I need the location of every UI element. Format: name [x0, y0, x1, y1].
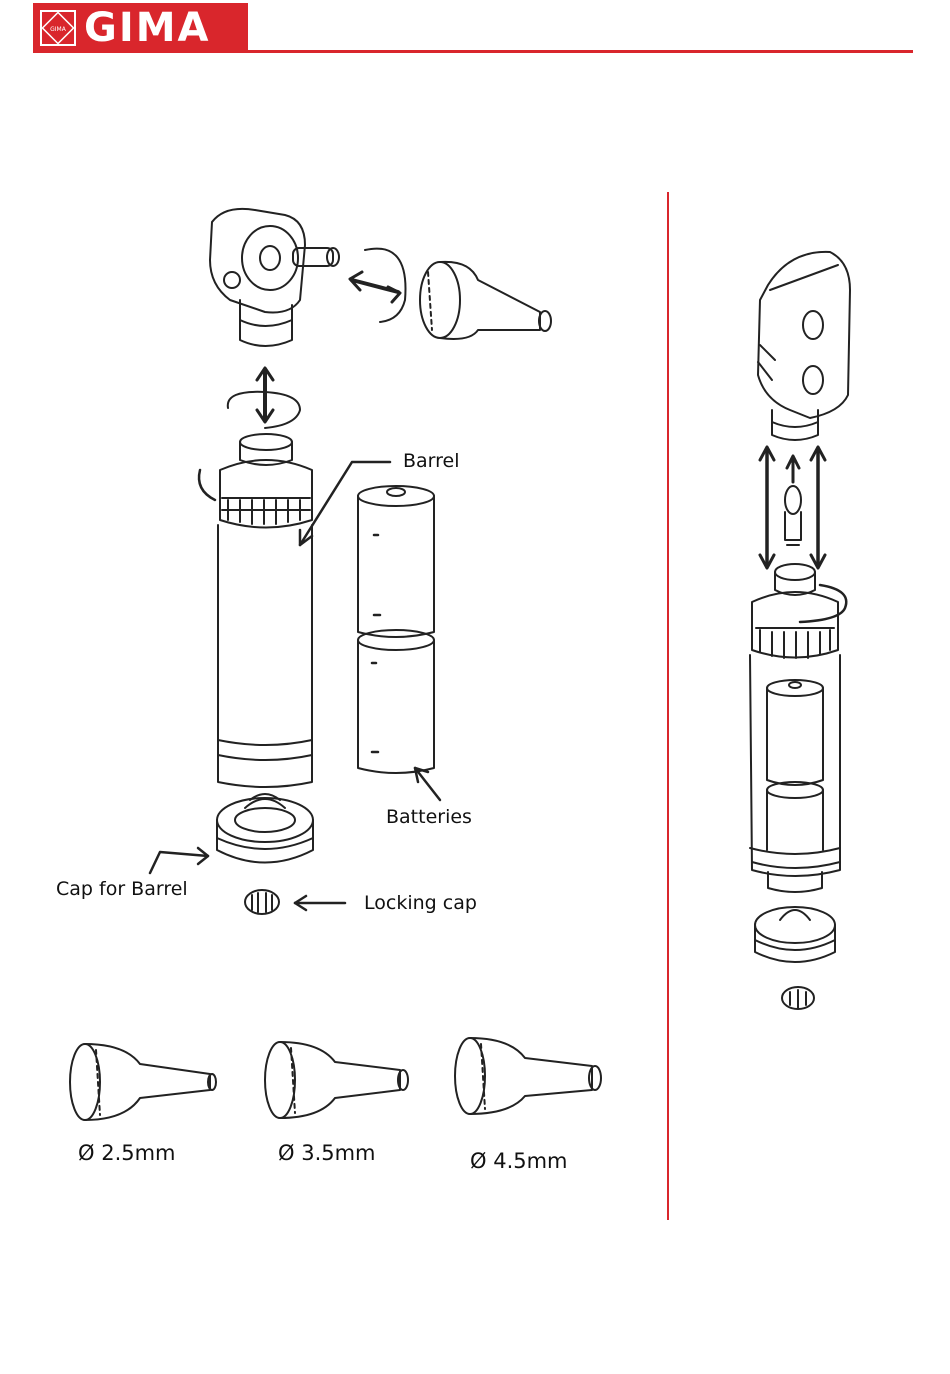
- handle-figure: [750, 564, 846, 892]
- batteries-figure: [358, 486, 434, 773]
- attach-arrow-icon: [228, 368, 300, 428]
- barrel-figure: [199, 434, 312, 787]
- locking-cap-figure: [245, 890, 279, 914]
- otoscope-head-figure: [210, 209, 339, 346]
- rotate-arrow-icon: [350, 249, 406, 322]
- speculum-large: [455, 1038, 601, 1114]
- locking-cap-label: Locking cap: [364, 892, 477, 914]
- speculum-medium: [265, 1042, 408, 1118]
- barrel-cap-figure: [217, 794, 313, 863]
- assembly-arrows: [760, 447, 825, 568]
- bulb-icon: [785, 486, 801, 545]
- handle-batteries-figure: [767, 680, 823, 850]
- speculum-size-medium: Ø 3.5mm: [278, 1141, 376, 1165]
- speculum-small: [70, 1044, 216, 1120]
- handle-cap-figure: [755, 907, 835, 1009]
- barrel-pointer-line: [300, 462, 390, 545]
- cap-for-barrel-label: Cap for Barrel: [56, 878, 188, 900]
- batteries-label: Batteries: [386, 806, 472, 828]
- speculum-size-small: Ø 2.5mm: [78, 1141, 176, 1165]
- speculum-size-large: Ø 4.5mm: [470, 1149, 568, 1173]
- barrel-label: Barrel: [403, 450, 460, 472]
- speculum-icon: [420, 262, 551, 339]
- ophthalmoscope-head-figure: [758, 252, 850, 440]
